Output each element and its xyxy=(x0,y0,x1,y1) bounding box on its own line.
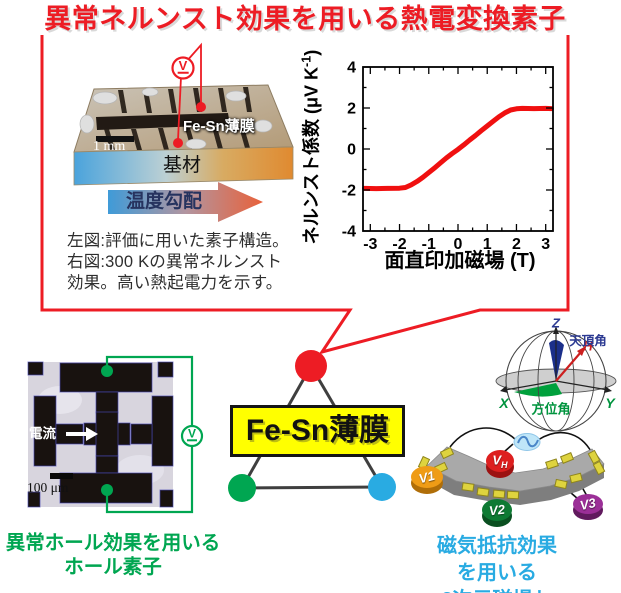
hall-scale-label: 100 μm xyxy=(27,480,69,495)
x-tick-label: -2 xyxy=(392,236,406,253)
sensor-slab-side xyxy=(427,464,604,505)
hall-contact-top xyxy=(101,365,113,377)
probe-v1-disk xyxy=(411,466,443,488)
contact-dot-top xyxy=(196,102,206,112)
callout-frame xyxy=(40,20,570,355)
y-tick-label: 4 xyxy=(347,60,356,77)
node-magnetoresistance xyxy=(368,473,396,501)
device-photo-illustration xyxy=(73,42,294,222)
ac-waveform-icon xyxy=(517,435,539,448)
voltmeter-leads xyxy=(177,42,202,141)
x-tick-label: 2 xyxy=(512,236,521,253)
x-tick-label: -3 xyxy=(363,236,377,253)
chart-y-axis-label: ネルンスト係数 (μV K-1) xyxy=(299,49,322,245)
orientation-sphere xyxy=(495,326,617,432)
fe-sn-film-box: Fe-Sn薄膜 xyxy=(230,405,405,457)
x-tick-label: 0 xyxy=(454,236,463,253)
chart-x-axis-label: 面直印加磁場 (T) xyxy=(384,250,536,272)
sphere-axes xyxy=(504,332,609,391)
x-tick-label: 1 xyxy=(483,236,492,253)
contact-dot-bottom xyxy=(173,138,183,148)
current-label: 電流 xyxy=(29,426,56,441)
z-axis-label: Z xyxy=(552,315,560,331)
hall-scale-bar xyxy=(50,473,73,479)
hall-voltmeter-v-label: V xyxy=(186,426,198,442)
film-stripe-pattern xyxy=(104,87,252,150)
probe-v3-disk xyxy=(573,494,603,514)
hall-micrograph xyxy=(27,355,204,514)
voltmeter-v-label: V xyxy=(177,57,189,74)
figure-title: 異常ネルンスト効果を用いる熱電変換素子 xyxy=(34,4,576,36)
x-axis-label: X xyxy=(499,394,509,411)
hall-circuit xyxy=(105,355,194,514)
device-scale-label: 1 mm xyxy=(93,139,126,154)
temperature-gradient-label: 温度勾配 xyxy=(125,191,203,212)
current-arrow-icon xyxy=(66,427,98,441)
h-vector-label: H xyxy=(583,338,593,354)
probe-v2-disk xyxy=(482,499,512,521)
y-tick-label: 0 xyxy=(347,142,356,159)
probe-v2-label: V2 xyxy=(488,501,506,519)
y-axis-label: Y xyxy=(605,394,615,411)
hall-contact-bottom xyxy=(101,484,113,496)
sensor-3d xyxy=(411,427,606,527)
device-caption: 左図:評価に用いた素子構造。 右図:300 Kの異常ネルンスト 効果。高い熱起電… xyxy=(67,232,289,292)
x-tick-label: 3 xyxy=(541,236,550,253)
sensor-caption: 磁気抵抗効果を用いる 3次元磁場センサ xyxy=(437,535,557,593)
temperature-gradient-arrow-icon xyxy=(108,182,263,222)
probe-disks xyxy=(411,433,603,527)
solder-blobs xyxy=(79,87,273,150)
x-tick-label: -1 xyxy=(422,236,436,253)
node-hall xyxy=(228,474,256,502)
probe-vh-disk xyxy=(486,450,514,472)
nernst-chart: -3 -2 -1 0 1 2 3 -4 -2 0 2 4 xyxy=(342,60,554,253)
h-field-vector xyxy=(555,351,582,382)
azimuth-angle-label: 方位角 xyxy=(531,401,571,417)
zenith-angle-label: 天頂角 xyxy=(569,333,607,348)
hall-caption: 異常ホール効果を用いる ホール素子 xyxy=(5,532,221,578)
node-nernst xyxy=(295,350,327,382)
probe-vh-label: VH xyxy=(492,452,508,471)
axis-box xyxy=(362,66,554,232)
y-tick-label: -2 xyxy=(342,183,356,200)
y-tick-label: 2 xyxy=(347,101,356,118)
device-scale-bar xyxy=(96,136,134,142)
substrate-label: 基材 xyxy=(162,155,202,176)
y-tick-label: -4 xyxy=(342,224,356,241)
nernst-curve xyxy=(362,105,554,192)
film-label: Fe-Sn薄膜 xyxy=(183,118,255,135)
substrate-face xyxy=(73,146,294,186)
